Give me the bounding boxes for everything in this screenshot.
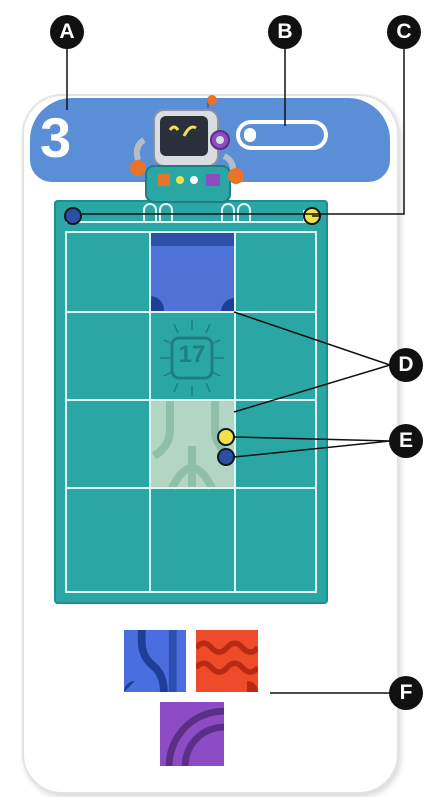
- board-grid: [65, 203, 317, 593]
- callout-d: D: [389, 348, 423, 382]
- purple-arc-piece[interactable]: [160, 700, 224, 768]
- end-dot-blue: [217, 448, 235, 466]
- start-dot-blue: [64, 207, 82, 225]
- callout-f: F: [389, 676, 423, 710]
- end-dot-yellow: [217, 428, 235, 446]
- robot-mascot-icon: [130, 95, 244, 203]
- callout-a: A: [50, 15, 84, 49]
- start-dot-yellow: [303, 207, 321, 225]
- callout-c: C: [387, 15, 421, 49]
- callout-b: B: [268, 15, 302, 49]
- callout-e: E: [389, 424, 423, 458]
- red-wave-piece[interactable]: [196, 628, 258, 694]
- level-number: 3: [40, 106, 72, 169]
- center-tile-rays: [160, 320, 224, 396]
- game-board: 17: [54, 200, 328, 604]
- blue-curve-piece[interactable]: [124, 628, 186, 694]
- center-number: 17: [178, 341, 206, 368]
